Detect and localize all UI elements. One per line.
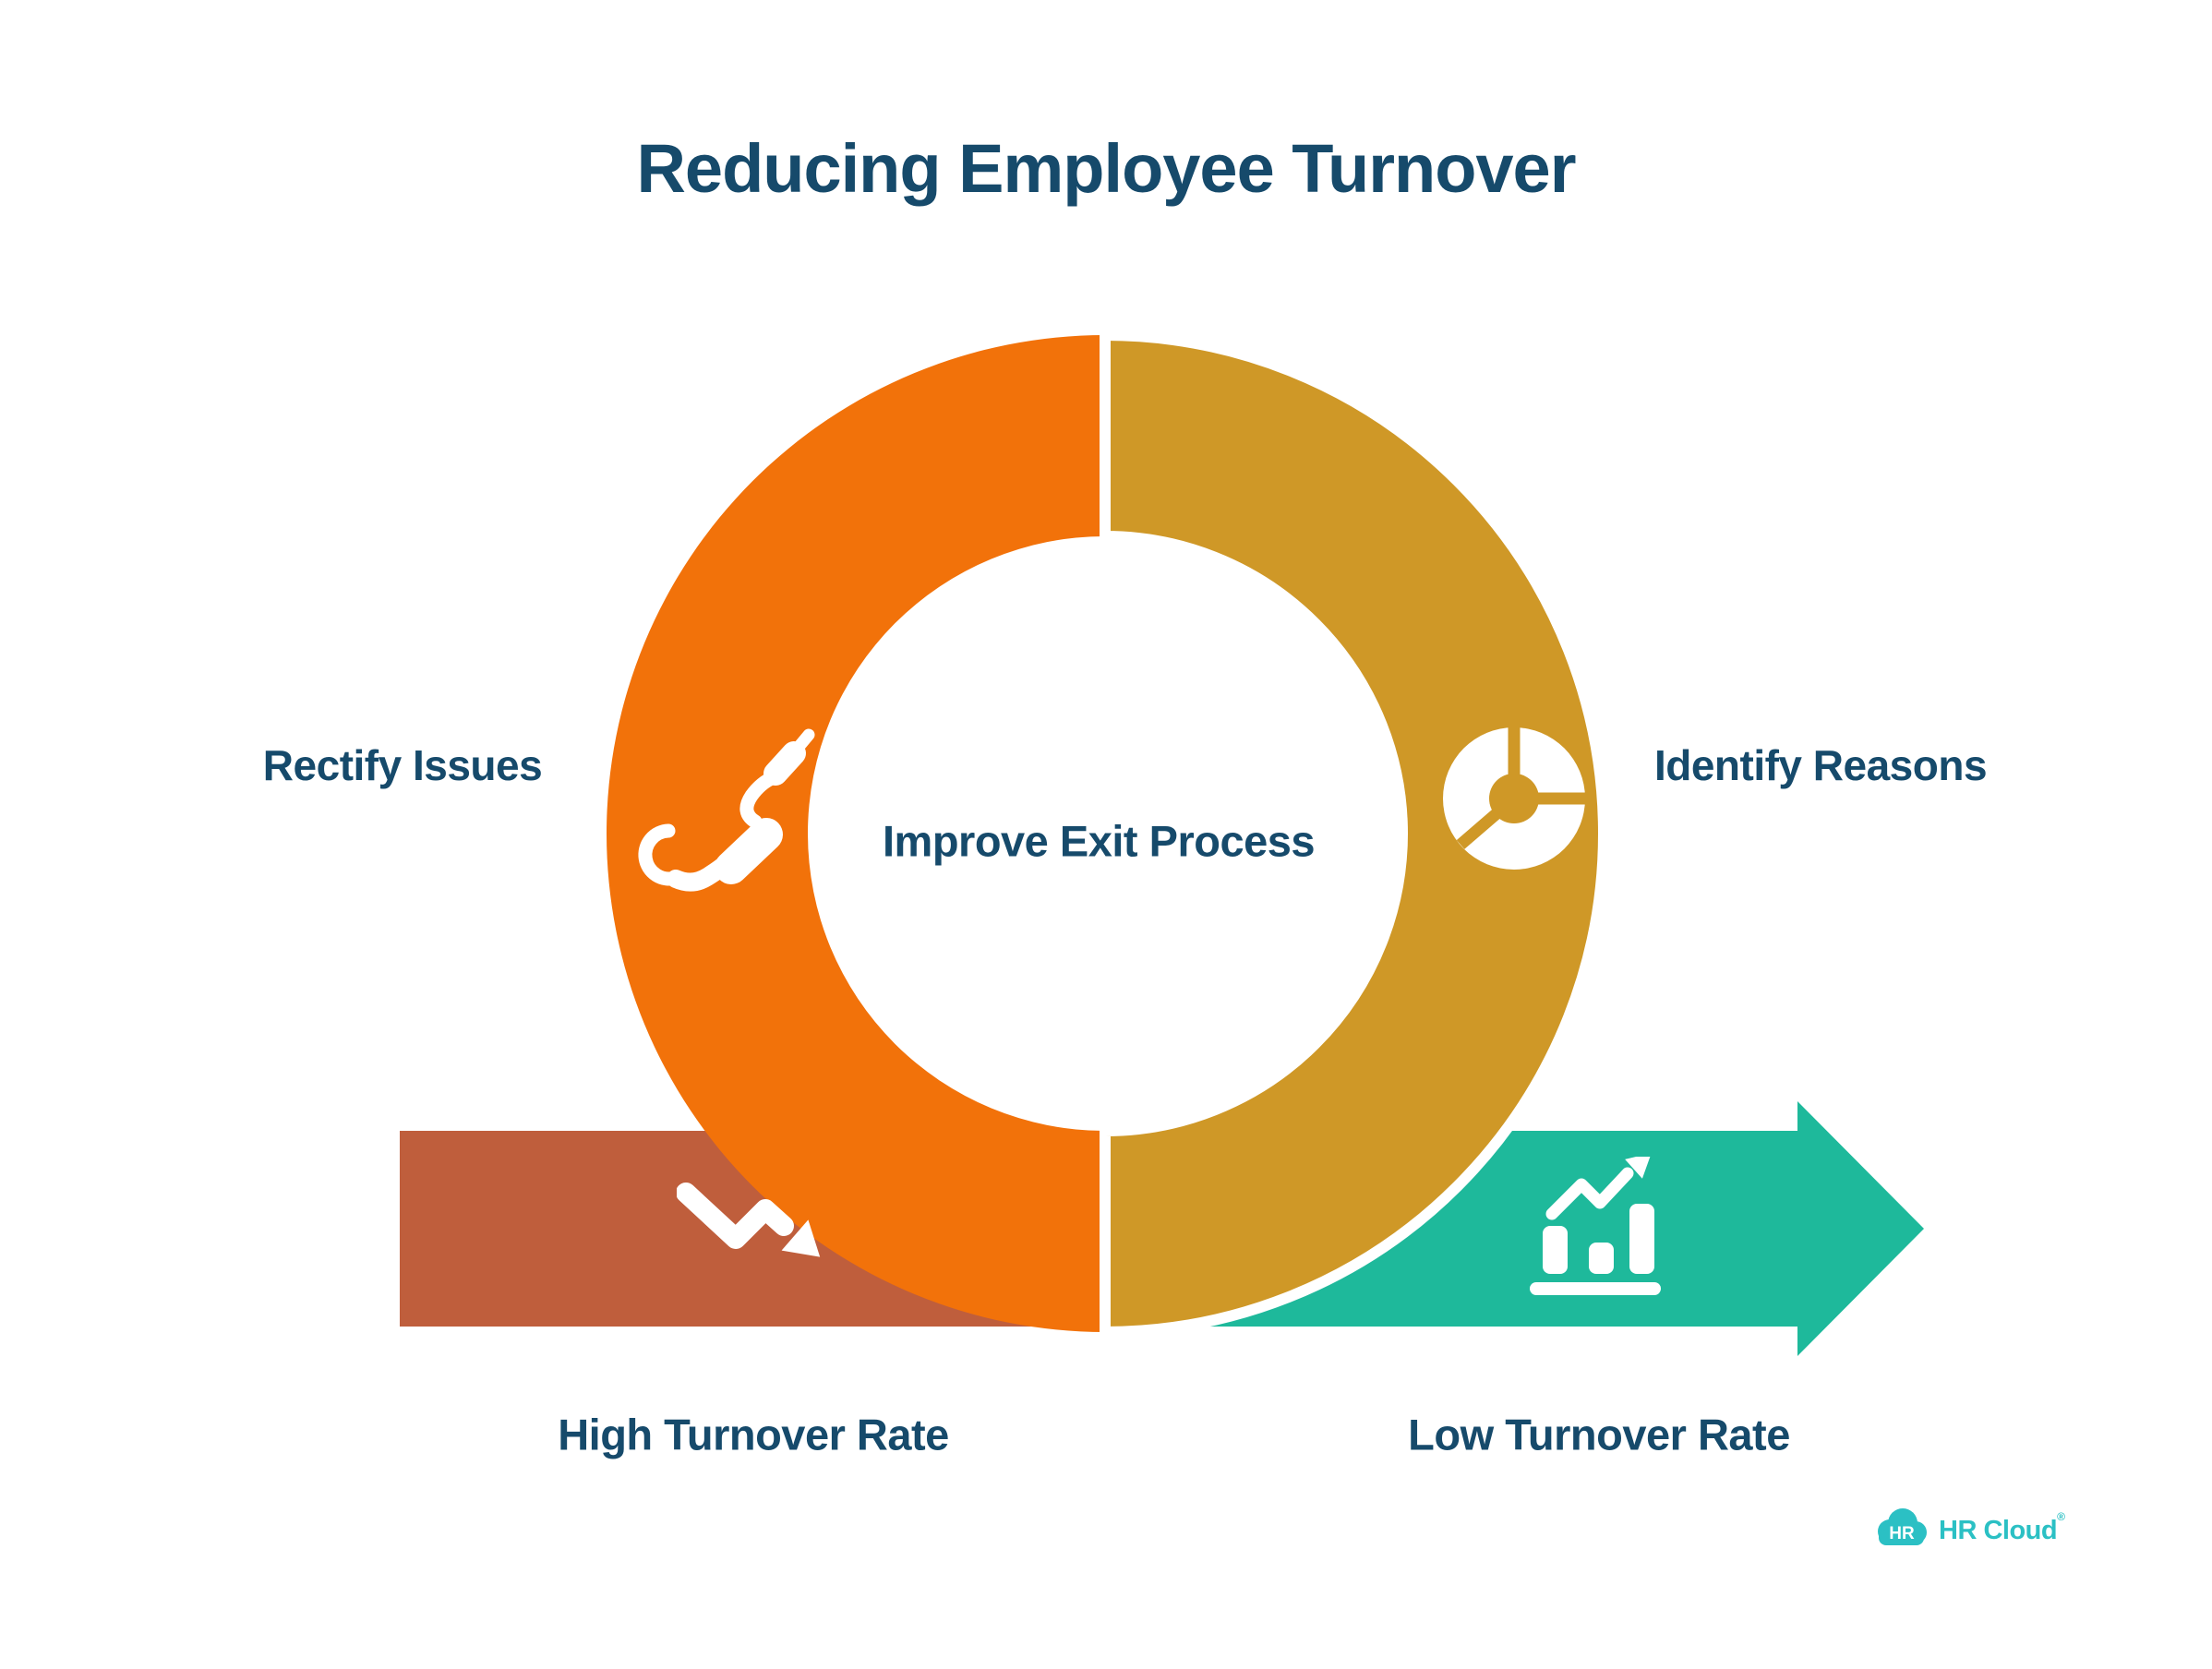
cloud-shape xyxy=(1878,1508,1927,1545)
improve-exit-process-label: Improve Exit Process xyxy=(882,816,1316,866)
bar-left xyxy=(1543,1226,1568,1274)
hr-cloud-icon: HR xyxy=(1878,1508,1927,1545)
wrench-strokes xyxy=(638,728,815,892)
logo-wordmark: HR Cloud® xyxy=(1939,1509,2065,1546)
low-turnover-rate-label: Low Turnover Rate xyxy=(1408,1410,1790,1459)
hr-cloud-logo: HR HR Cloud® xyxy=(1874,1507,2065,1549)
bar-chart-bars xyxy=(1530,1204,1661,1295)
bar-baseline xyxy=(1530,1282,1661,1295)
logo-monogram: HR xyxy=(1889,1524,1915,1543)
trend-up-line xyxy=(1545,1167,1634,1220)
wrench-icon xyxy=(638,728,815,892)
cycle-left-segment xyxy=(607,335,1105,1332)
pie-center-dot xyxy=(1489,774,1539,823)
identify-reasons-label: Identify Reasons xyxy=(1653,741,1988,789)
trend-up-arrowhead xyxy=(1625,1157,1652,1179)
registered-mark: ® xyxy=(2057,1509,2065,1523)
bar-right xyxy=(1629,1204,1654,1274)
wrench-rod xyxy=(715,818,783,884)
pie-chart-icon xyxy=(1443,727,1585,870)
trend-down-arrowhead xyxy=(781,1219,821,1257)
trend-up-chart-icon xyxy=(1530,1157,1661,1295)
trend-down-line xyxy=(677,1183,794,1249)
trend-down-icon xyxy=(677,1183,821,1257)
wrench-hook xyxy=(638,823,683,886)
high-turnover-rate-label: High Turnover Rate xyxy=(558,1410,949,1459)
cycle-right-segment xyxy=(1100,329,1609,1339)
wrench-tip xyxy=(793,728,815,752)
logo-name: HR Cloud xyxy=(1939,1515,2058,1545)
rectify-issues-label: Rectify Issues xyxy=(262,741,543,789)
wrench-shaft xyxy=(763,741,806,786)
bar-middle xyxy=(1589,1243,1614,1274)
page-title: Reducing Employee Turnover xyxy=(636,130,1576,207)
